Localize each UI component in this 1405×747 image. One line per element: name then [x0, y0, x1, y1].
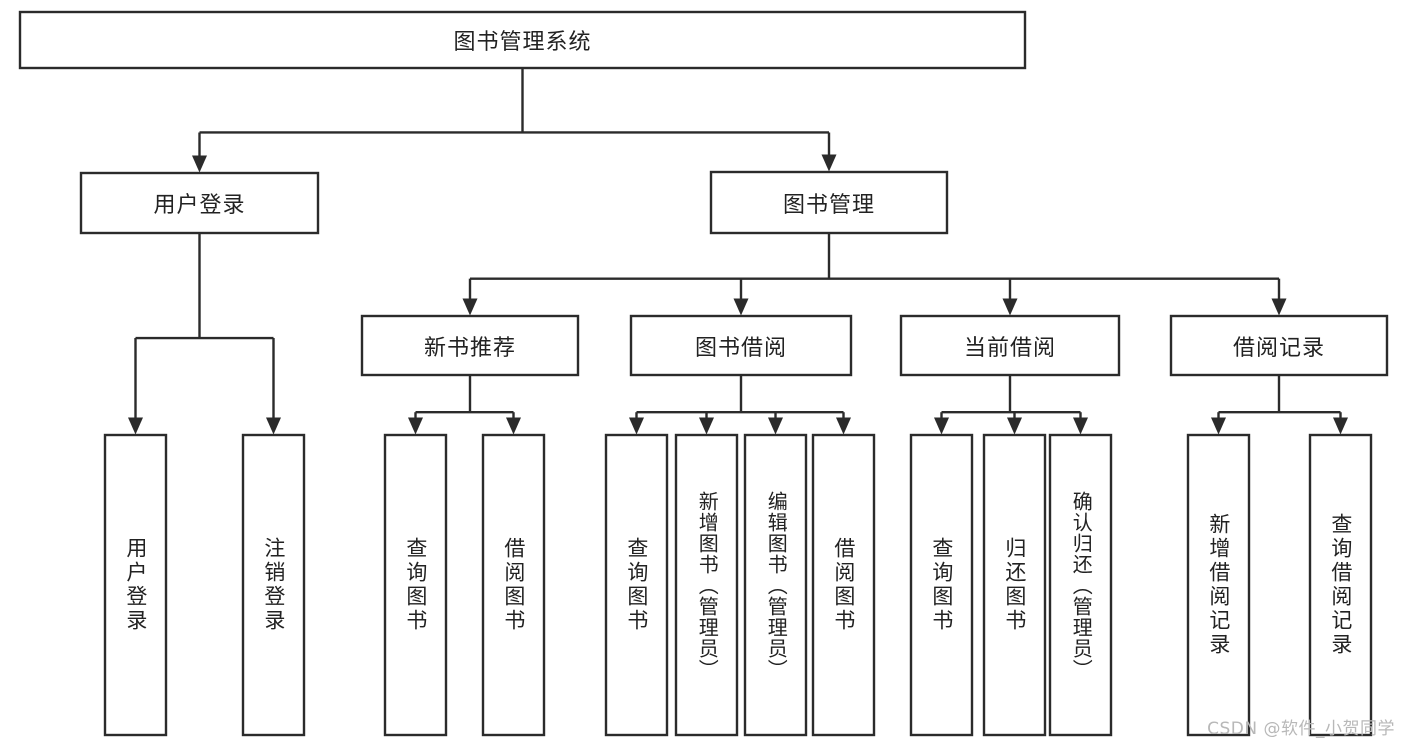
arrow-head-icon	[266, 417, 281, 435]
arrow-head-icon	[768, 417, 783, 435]
node-box-leaf-borrow-book-1[interactable]	[481, 433, 546, 737]
node-box-leaf-logout[interactable]	[241, 433, 306, 737]
node-box-leaf-query-record[interactable]	[1308, 433, 1373, 737]
node-box-current-borrow[interactable]	[899, 314, 1121, 377]
node-box-leaf-query-book-2[interactable]	[604, 433, 669, 737]
arrow-head-icon	[836, 417, 851, 435]
arrow-head-icon	[934, 417, 949, 435]
arrow-head-icon	[506, 417, 521, 435]
nodes-layer	[18, 10, 1389, 737]
node-box-leaf-add-record[interactable]	[1186, 433, 1251, 737]
arrow-head-icon	[1271, 298, 1287, 316]
node-box-leaf-add-book[interactable]	[674, 433, 739, 737]
edges-layer	[128, 68, 1348, 435]
arrow-head-icon	[1007, 417, 1022, 435]
arrow-head-icon	[462, 298, 478, 316]
node-box-book-manage[interactable]	[709, 170, 949, 235]
node-box-leaf-query-book-1[interactable]	[383, 433, 448, 737]
arrow-head-icon	[733, 298, 749, 316]
arrow-head-icon	[1333, 417, 1348, 435]
arrow-head-icon	[1002, 298, 1018, 316]
node-box-leaf-return-book[interactable]	[982, 433, 1047, 737]
arrow-head-icon	[699, 417, 714, 435]
node-box-leaf-borrow-book-2[interactable]	[811, 433, 876, 737]
node-box-user-login[interactable]	[79, 171, 320, 235]
arrow-head-icon	[192, 155, 207, 173]
node-box-leaf-query-book-3[interactable]	[909, 433, 974, 737]
node-box-borrow-record[interactable]	[1169, 314, 1389, 377]
node-box-root[interactable]	[18, 10, 1027, 70]
arrow-head-icon	[408, 417, 423, 435]
node-box-leaf-confirm-return[interactable]	[1048, 433, 1113, 737]
arrow-head-icon	[1073, 417, 1088, 435]
node-box-book-borrow[interactable]	[629, 314, 853, 377]
arrow-head-icon	[629, 417, 644, 435]
node-box-leaf-user-login[interactable]	[103, 433, 168, 737]
node-box-new-book-recommend[interactable]	[360, 314, 580, 377]
arrow-head-icon	[1211, 417, 1226, 435]
node-box-leaf-edit-book[interactable]	[743, 433, 808, 737]
arrow-head-icon	[821, 154, 837, 172]
arrow-head-icon	[128, 417, 143, 435]
